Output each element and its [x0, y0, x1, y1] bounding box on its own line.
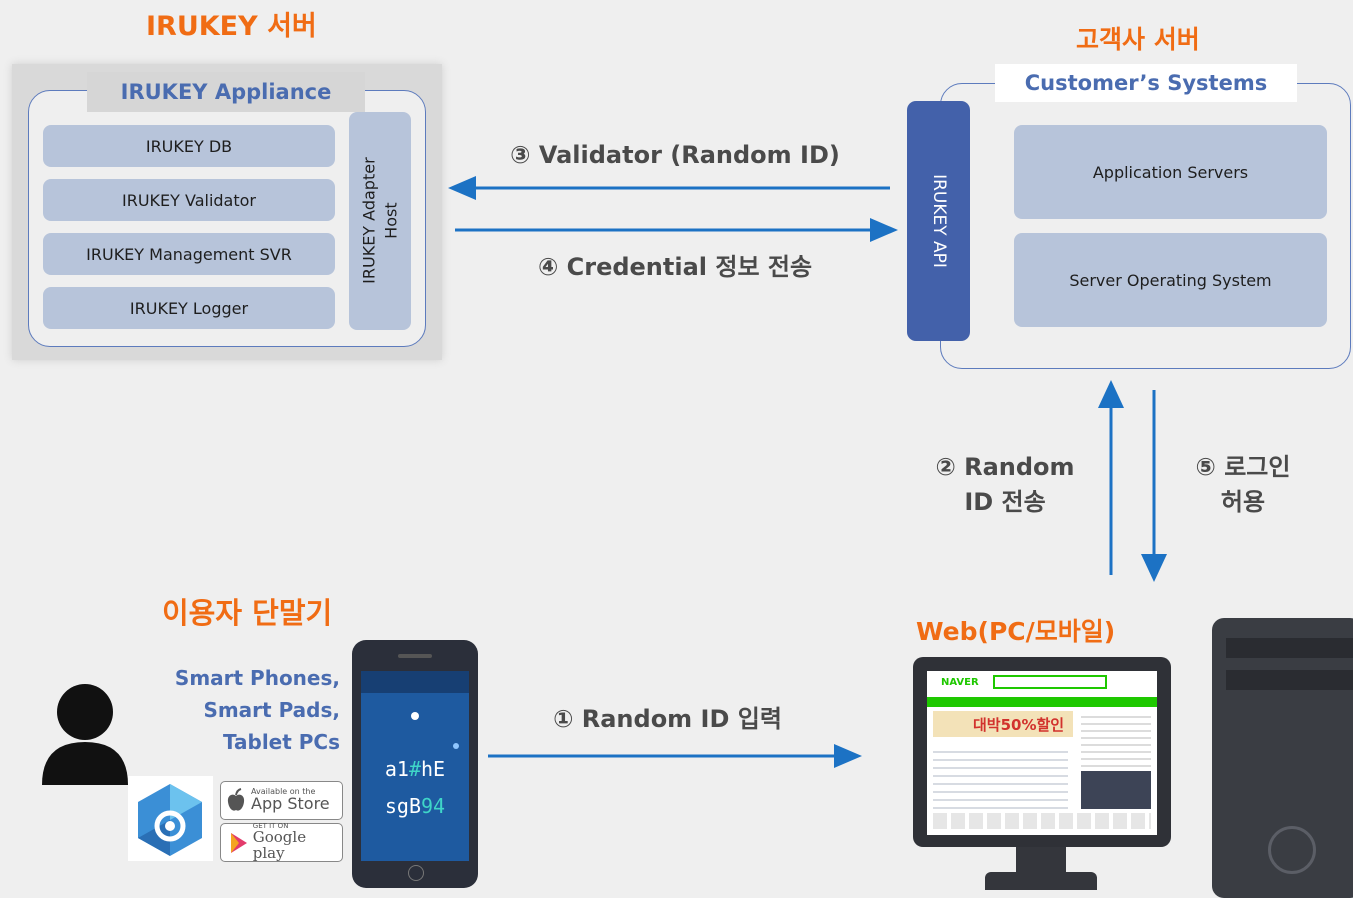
google-play-small-text: GET IT ON — [252, 822, 289, 831]
google-play-icon — [231, 832, 247, 853]
apple-icon — [227, 787, 245, 811]
arrow-step4-right — [455, 218, 898, 242]
user-person-icon — [42, 684, 128, 785]
app-store-small-text: Available on the — [251, 786, 316, 796]
web-heading: Web(PC/모바일) — [916, 617, 1116, 646]
device-type-smart-pads: Smart Pads, — [203, 698, 340, 722]
arrow-step1-right — [488, 744, 862, 768]
step1-label: ① Random ID 입력 — [553, 705, 782, 733]
irukey-api-bar: IRUKEY API — [907, 101, 970, 341]
phone-speaker — [398, 654, 432, 658]
pc-tower — [1212, 618, 1353, 898]
irukey-app-icon-bg — [128, 776, 213, 861]
phone-code-line2-part2: 94 — [421, 794, 446, 818]
phone-screen: a1#hE sgB94 — [361, 671, 469, 861]
monitor-screen: NAVER 대박50%할인 — [927, 671, 1157, 835]
device-types-list: Smart Phones, Smart Pads, Tablet PCs — [140, 662, 340, 758]
phone-code-line1-part1: a1 — [384, 757, 409, 781]
phone-home-button — [408, 865, 424, 881]
phone-status-bar — [361, 671, 469, 693]
phone-code-line2: sgB94 — [361, 794, 469, 818]
device-type-tablet-pcs: Tablet PCs — [222, 730, 340, 754]
irukey-server-heading: IRUKEY 서버 — [146, 11, 317, 42]
module-irukey-logger: IRUKEY Logger — [43, 287, 335, 329]
app-store-badge[interactable]: Available on the App Store — [220, 781, 343, 820]
phone-indicator-icon — [453, 743, 459, 749]
step4-label: ④ Credential 정보 전송 — [537, 253, 813, 281]
naver-footer — [933, 813, 1151, 829]
phone-code-line2-part1: sgB — [384, 794, 422, 818]
module-irukey-validator: IRUKEY Validator — [43, 179, 335, 221]
phone-code-line1: a1#hE — [361, 757, 469, 781]
module-server-operating-system: Server Operating System — [1014, 233, 1327, 327]
pc-power-button-icon — [1268, 826, 1316, 874]
step2-label: ② Random ID 전송 — [910, 450, 1100, 520]
arrow-step5-down — [1141, 390, 1167, 582]
monitor: NAVER 대박50%할인 — [913, 657, 1171, 847]
phone-code-line1-part2: # — [408, 757, 422, 781]
naver-logo: NAVER — [941, 677, 979, 688]
module-irukey-db: IRUKEY DB — [43, 125, 335, 167]
app-store-big-text: App Store — [251, 794, 330, 814]
naver-nav-bar — [927, 697, 1157, 707]
phone-dot-icon — [411, 712, 419, 720]
irukey-app-icon — [138, 784, 202, 856]
module-irukey-management-svr: IRUKEY Management SVR — [43, 233, 335, 275]
smartphone: a1#hE sgB94 — [352, 640, 478, 888]
customer-server-heading: 고객사 서버 — [1076, 25, 1200, 54]
module-application-servers: Application Servers — [1014, 125, 1327, 219]
arrow-step2-up — [1098, 380, 1124, 575]
step5-label: ⑤ 로그인 허용 — [1168, 450, 1318, 520]
step5-line1: ⑤ 로그인 — [1195, 453, 1291, 481]
step3-label: ③ Validator (Random ID) — [510, 141, 840, 169]
naver-content-list — [933, 745, 1068, 809]
step2-line1: ② Random — [935, 453, 1075, 481]
device-type-smart-phones: Smart Phones, — [174, 666, 340, 690]
step2-line2: ID 전송 — [964, 487, 1046, 516]
pc-tower-slot-2 — [1226, 670, 1353, 690]
irukey-appliance-title: IRUKEY Appliance — [87, 72, 365, 112]
naver-banner-text: 대박50%할인 — [973, 716, 1065, 734]
monitor-neck — [1016, 847, 1066, 873]
phone-code-line1-part3: hE — [421, 757, 446, 781]
pc-tower-slot-1 — [1226, 638, 1353, 658]
arrow-step3-left — [448, 176, 890, 200]
naver-banner: 대박50%할인 — [933, 711, 1073, 737]
google-play-badge[interactable]: GET IT ON Google play — [220, 822, 343, 863]
naver-search-box — [993, 675, 1107, 689]
naver-side-list — [1081, 711, 1151, 767]
google-play-big-text: Google play — [252, 828, 307, 863]
irukey-adapter-host: IRUKEY Adapter Host — [349, 112, 411, 330]
user-device-heading: 이용자 단말기 — [162, 596, 333, 630]
naver-side-image — [1081, 771, 1151, 809]
step5-line2: 허용 — [1220, 487, 1266, 516]
monitor-stand — [985, 872, 1097, 890]
customer-systems-title: Customer’s Systems — [995, 64, 1297, 102]
